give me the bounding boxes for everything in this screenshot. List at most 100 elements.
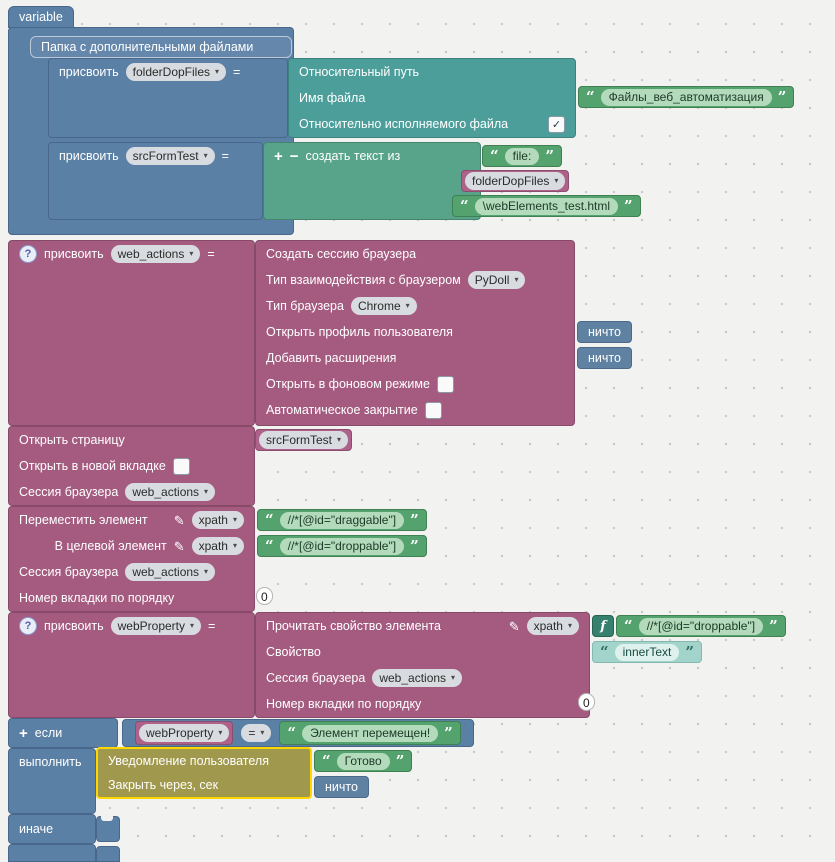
variable-dropdown-web-actions[interactable]: web_actions [110,245,201,263]
assign-folderDopFiles-block[interactable]: присвоить folderDopFiles = [48,58,288,138]
section-block[interactable]: Папка с дополнительными файлами [30,36,292,58]
auto-close-checkbox[interactable] [424,401,442,419]
remove-item-icon[interactable] [290,149,299,164]
compare-text-block[interactable]: “ Элемент перемещен! ” [279,721,461,745]
session-dropdown[interactable]: web_actions [125,563,216,581]
user-notification-block[interactable]: Уведомление пользователя Закрыть через, … [96,747,312,799]
nothing-block[interactable]: ничто [577,321,632,343]
assign-webProperty-block[interactable]: присвоить webProperty = [8,612,255,718]
text-part3-block[interactable]: “ \webElements_test.html ” [452,195,641,217]
nothing-block[interactable]: ничто [314,776,369,798]
variable-getter-srcFormTest[interactable]: srcFormTest [255,429,353,451]
quote-close-icon: ” [624,196,633,215]
text-part1-block[interactable]: “ file: ” [482,145,562,167]
text-part1-value[interactable]: file: [504,147,540,165]
add-branch-icon[interactable] [19,726,28,741]
variable-dropdown[interactable]: folderDopFiles [465,172,566,190]
add-item-icon[interactable] [274,149,283,164]
drag-element-block[interactable]: Переместить элемент xpath В целевой элем… [8,506,255,612]
block-row: Переместить элемент xpath [9,507,254,533]
comparison-block[interactable]: webProperty = “ Элемент перемещен! ” [122,719,474,747]
formula-block[interactable] [592,615,614,637]
block-row: Сессия браузера web_actions [9,479,254,505]
dropdown-value: folderDopFiles [472,174,550,188]
property-xpath-value[interactable]: //*[@id="droppable"] [638,617,764,635]
if-do-spine[interactable]: выполнить [8,748,96,814]
variable-dropdown[interactable]: webProperty [139,724,230,742]
variable-dropdown[interactable]: srcFormTest [259,431,349,449]
relative-exec-checkbox[interactable] [548,115,565,133]
if-block-header[interactable]: если [8,718,118,748]
relative-path-block[interactable]: Относительный путь Имя файла Относительн… [288,58,576,138]
headless-checkbox[interactable] [436,375,454,393]
droppable-xpath-block[interactable]: “ //*[@id="droppable"] ” [257,535,427,557]
property-name-block[interactable]: “ innerText ” [592,641,702,663]
interaction-type-dropdown[interactable]: PyDoll [467,271,526,289]
dropdown-value: web_actions [132,565,200,579]
notification-text-value[interactable]: Готово [336,752,390,770]
quote-open-icon: “ [600,642,609,661]
variable-getter-folderDopFiles[interactable]: folderDopFiles [461,170,570,192]
selector-type-dropdown[interactable]: xpath [191,537,244,555]
new-tab-checkbox[interactable] [172,457,190,475]
text-part3-value[interactable]: \webElements_test.html [474,197,619,215]
tab-number-value[interactable]: 0 [578,693,595,711]
assign-srcFormTest-block[interactable]: присвоить srcFormTest = [48,142,263,220]
dropdown-value: webProperty [117,619,186,633]
block-row: присвоить folderDopFiles = [49,59,287,85]
draggable-xpath-value[interactable]: //*[@id="draggable"] [279,511,405,529]
quote-close-icon: ” [769,616,778,635]
property-label: Свойство [266,645,321,659]
if-else-spine[interactable]: иначе [8,814,96,844]
if-block-bottom[interactable] [8,844,96,862]
equals-sign: = [208,619,216,633]
if-block-bottom-notch[interactable] [96,846,120,862]
edit-selector-icon[interactable] [174,514,185,527]
block-row: Создать сессию браузера [256,241,574,267]
variable-getter-webProperty[interactable]: webProperty [135,721,234,745]
nothing-block[interactable]: ничто [577,347,632,369]
read-property-block[interactable]: Прочитать свойство элемента xpath Свойст… [255,612,590,718]
block-row: Свойство [256,639,589,665]
edit-selector-icon[interactable] [509,620,520,633]
help-icon[interactable] [19,617,37,635]
open-page-block[interactable]: Открыть страницу Открыть в новой вкладке… [8,426,255,506]
property-name-value[interactable]: innerText [614,643,680,661]
else-statement-socket[interactable] [96,816,120,842]
quote-close-icon: ” [545,146,554,165]
block-row: если [9,719,117,747]
operator-dropdown[interactable]: = [241,724,272,742]
dropdown-value: webProperty [146,726,214,740]
help-icon[interactable] [19,245,37,263]
file-name-value[interactable]: Файлы_веб_автоматизация [600,88,772,106]
quote-open-icon: “ [624,616,633,635]
notification-text-block[interactable]: “ Готово ” [314,750,413,772]
browser-type-dropdown[interactable]: Chrome [350,297,417,315]
drag-element-label: Переместить элемент [19,513,148,527]
create-text-block[interactable]: создать текст из [263,142,481,220]
variable-tab-label: variable [19,10,63,24]
variable-dropdown-srcFormTest[interactable]: srcFormTest [125,147,215,165]
section-label: Папка с дополнительными файлами [41,40,254,54]
selector-type-dropdown[interactable]: xpath [526,617,579,635]
create-browser-session-block[interactable]: Создать сессию браузера Тип взаимодейств… [255,240,575,426]
variable-dropdown-folderDopFiles[interactable]: folderDopFiles [125,63,227,81]
block-row: Прочитать свойство элемента xpath [256,613,589,639]
tab-number-value[interactable]: 0 [256,587,273,605]
file-name-text-block[interactable]: “ Файлы_веб_автоматизация ” [578,86,795,108]
property-xpath-block[interactable]: “ //*[@id="droppable"] ” [616,615,786,637]
equals-sign: = [207,247,215,261]
session-dropdown[interactable]: web_actions [125,483,216,501]
variable-container-tab[interactable]: variable [8,6,74,28]
compare-text-value[interactable]: Элемент перемещен! [302,724,439,742]
variable-dropdown-webProperty[interactable]: webProperty [110,617,202,635]
draggable-xpath-block[interactable]: “ //*[@id="draggable"] ” [257,509,427,531]
session-dropdown[interactable]: web_actions [372,669,463,687]
droppable-xpath-value[interactable]: //*[@id="droppable"] [279,537,405,555]
selector-type-dropdown[interactable]: xpath [191,511,244,529]
edit-selector-icon[interactable] [174,540,185,553]
assign-web-actions-block[interactable]: присвоить web_actions = [8,240,255,426]
block-row: Уведомление пользователя [98,749,310,773]
block-row: Автоматическое закрытие [256,397,574,423]
